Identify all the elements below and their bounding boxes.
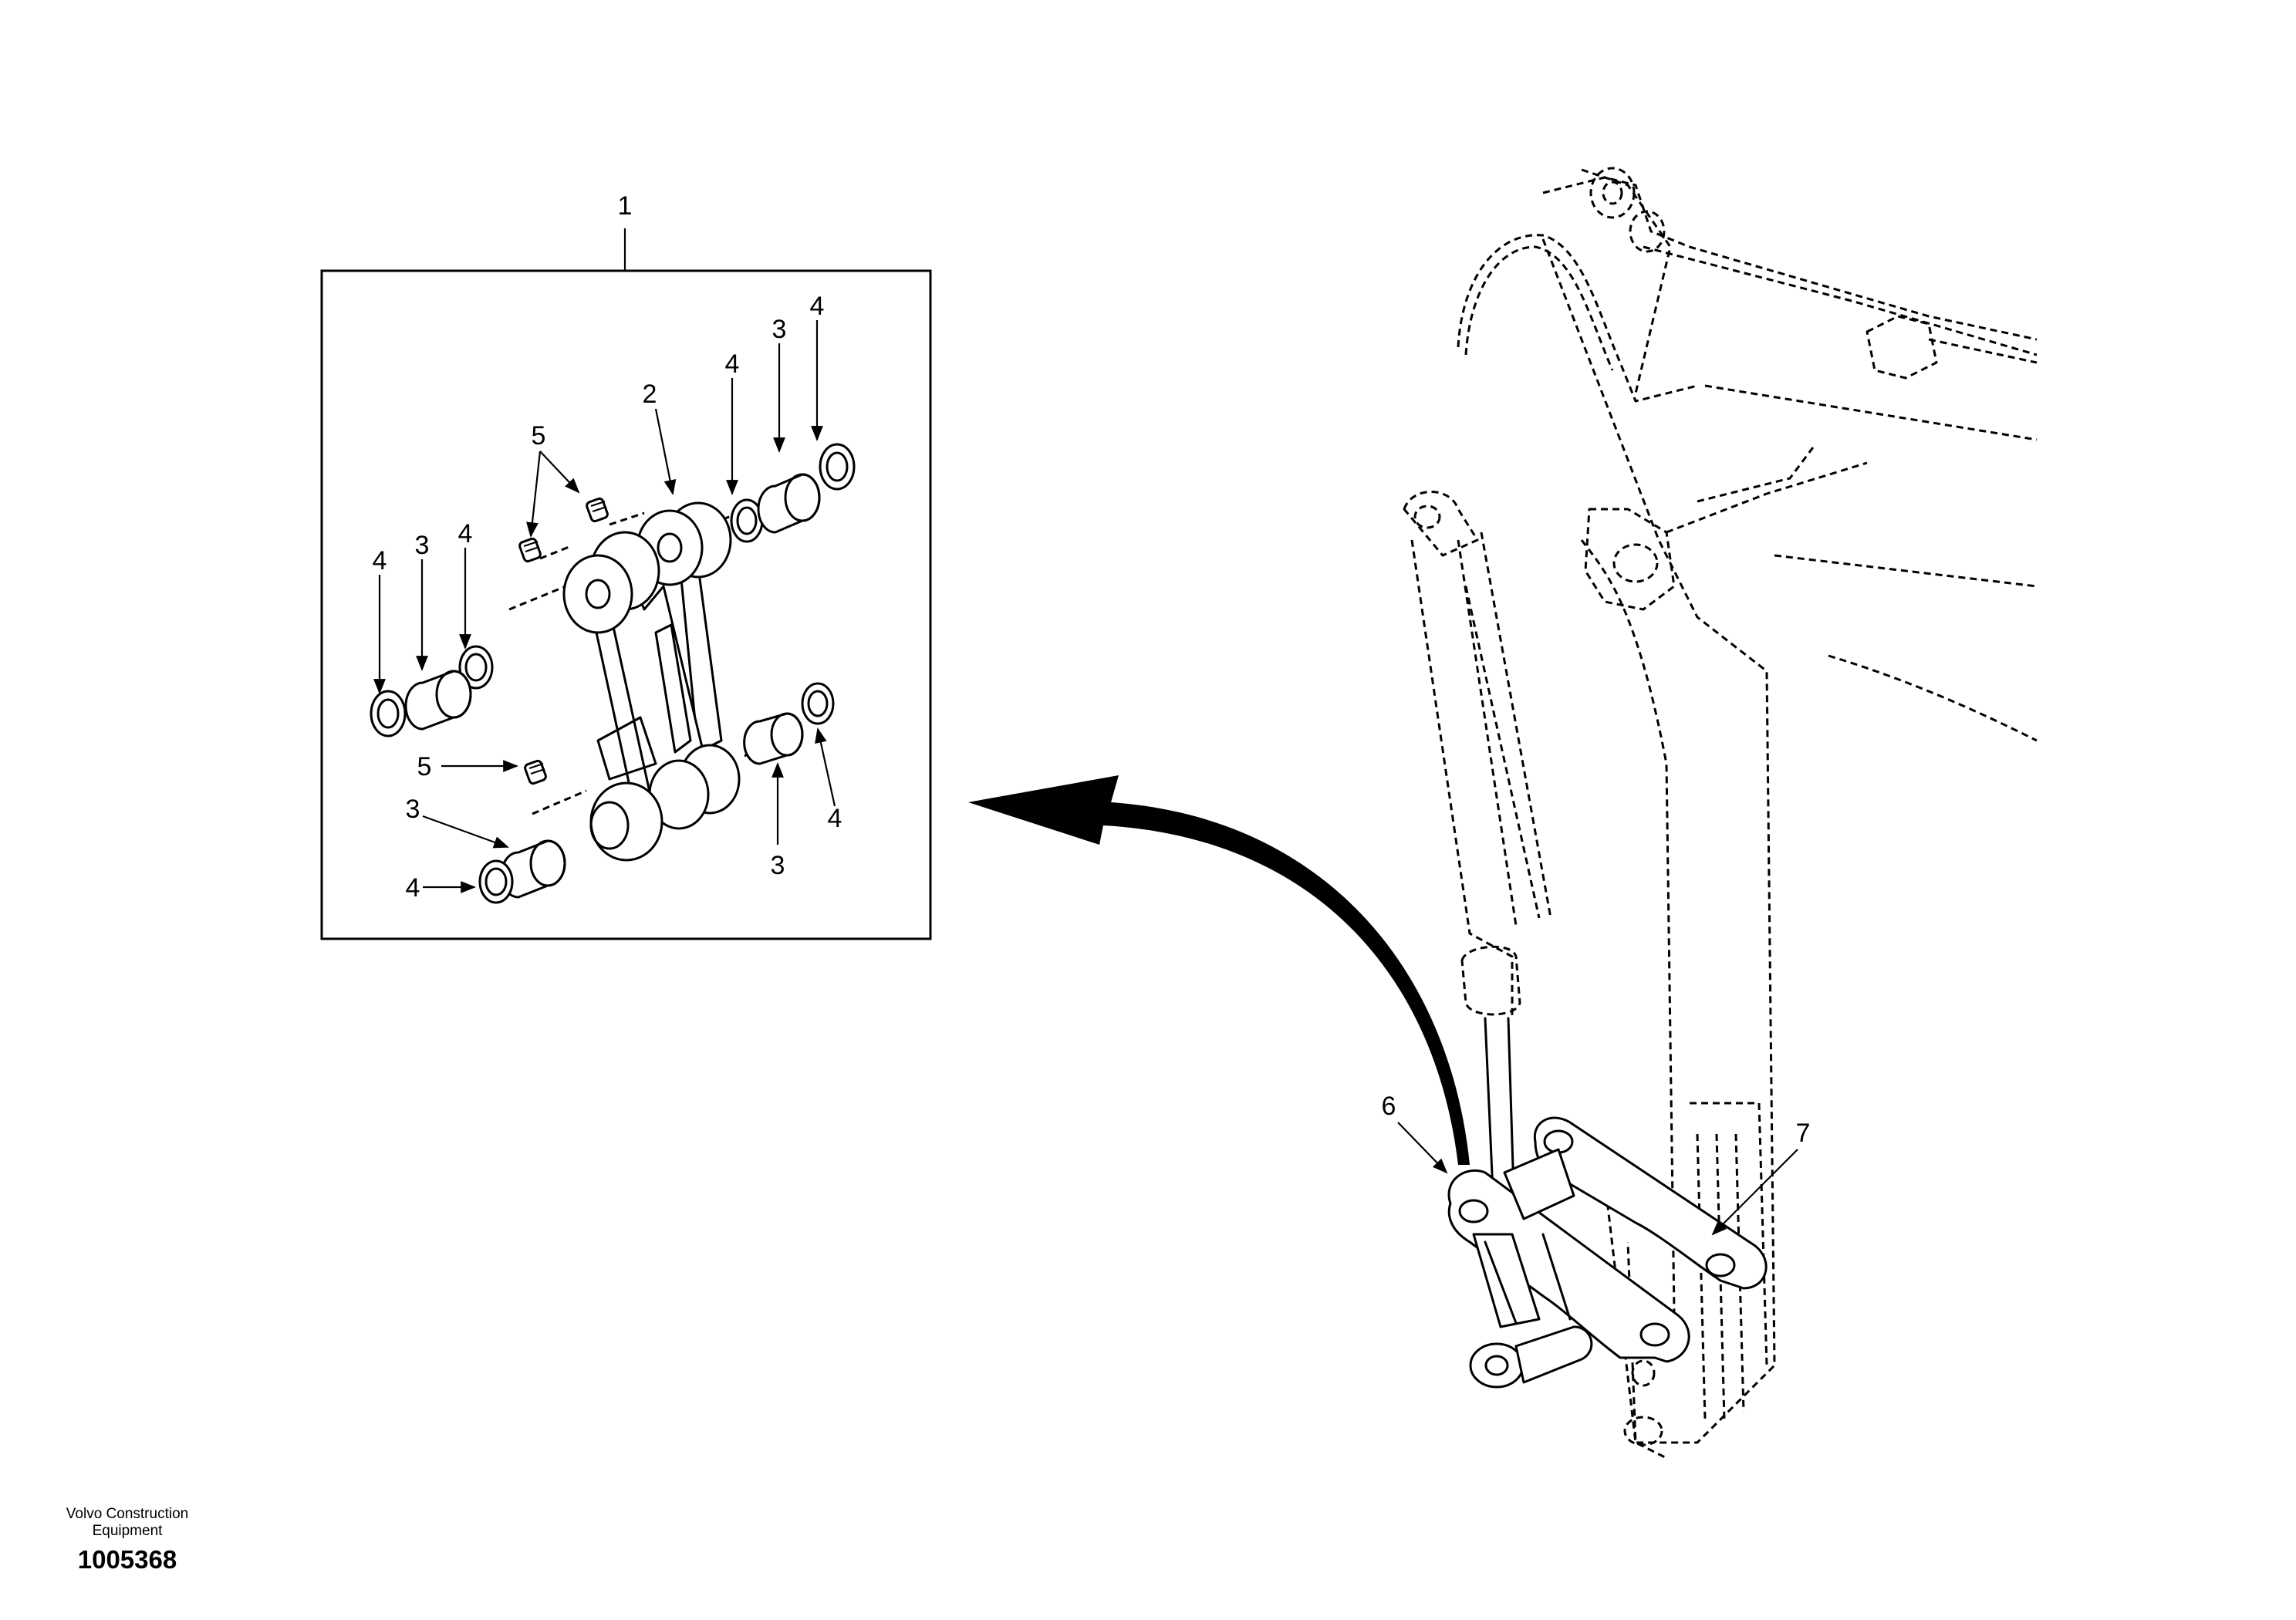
arm-bracket (1666, 461, 1868, 534)
bucket-cylinder-body (1457, 539, 1518, 926)
cylinder-gland (1460, 945, 1521, 1016)
callout-4-bottom-right: 4 (828, 804, 842, 833)
frame-edge (608, 608, 653, 804)
seal-ring (801, 682, 835, 725)
grease-fitting (524, 759, 547, 785)
cylinder-rod (1928, 338, 2038, 364)
arm-edge (1580, 539, 1676, 1312)
callout-4-top-left: 4 (725, 349, 740, 379)
detail-box (320, 228, 932, 940)
callout-7: 7 (1796, 1119, 1811, 1148)
bucket-pin (1631, 1359, 1656, 1387)
axis-line (532, 789, 587, 815)
hydraulic-hose (1464, 245, 1614, 371)
bushing (743, 712, 804, 765)
lower-pin-body (1514, 1325, 1593, 1384)
callout-2: 2 (643, 380, 657, 409)
hose-line (1464, 586, 1541, 919)
pivot-pin (1612, 543, 1659, 583)
arm-tip (1696, 1133, 1707, 1420)
bucket-cylinder-head (1403, 491, 1479, 557)
seal-ring (370, 690, 407, 737)
arm-head (1581, 168, 1672, 394)
callout-1: 1 (618, 191, 633, 221)
link-hole (1705, 1253, 1736, 1277)
callout-6: 6 (1382, 1092, 1396, 1121)
lower-pin (1469, 1342, 1524, 1389)
hose-line (1480, 532, 1552, 919)
seal-ring (478, 859, 514, 904)
arm-bracket (1697, 447, 1815, 503)
left-boss-front (562, 554, 633, 634)
callout-4-bottom-left: 4 (406, 873, 420, 903)
drawing-number: 1005368 (78, 1545, 177, 1574)
hydraulic-hose (1457, 234, 1698, 403)
axis-line (609, 511, 645, 526)
reference-arrow (968, 775, 1470, 1165)
boom-outline (1774, 554, 2038, 588)
bucket-cylinder-body (1410, 539, 1514, 1018)
link-hole (1458, 1199, 1489, 1223)
callout-3-top: 3 (772, 315, 787, 344)
lower-boss-left (589, 781, 663, 862)
boom-outline (1643, 245, 2038, 356)
link-rod-edge (1541, 1233, 1572, 1321)
axis-line (690, 514, 734, 534)
grease-fitting (518, 537, 542, 563)
callout-4-top-right: 4 (810, 292, 825, 321)
connecting-pin (1503, 1148, 1575, 1220)
callout-5-top: 5 (532, 421, 546, 451)
callout-leaders (373, 320, 836, 893)
boom-outline (1828, 654, 2038, 742)
callout-3-bottom-right: 3 (771, 851, 785, 880)
company-name-line1: Volvo Construction (66, 1506, 188, 1522)
axis-line (508, 573, 595, 611)
link-6 (1447, 1169, 1690, 1363)
cylinder-rod (1507, 1017, 1515, 1193)
axis-line (539, 545, 572, 560)
seal-ring (819, 443, 856, 491)
callout-leaders-machine (1397, 1122, 1798, 1236)
frame-window (654, 623, 692, 754)
callout-4-left-b: 4 (373, 546, 387, 575)
callout-3-left: 3 (415, 531, 430, 560)
callout-5-mid: 5 (417, 752, 432, 781)
bucket-pin (1623, 1416, 1663, 1446)
boom-outline (1542, 176, 2038, 341)
link-hole (1639, 1322, 1670, 1347)
callout-3-bottom-left: 3 (406, 795, 420, 824)
boss-hole (589, 801, 630, 850)
boss-hole (585, 579, 611, 609)
link-rod-edge (1484, 1240, 1518, 1325)
arm-pivot-plate (1584, 508, 1676, 611)
boss-hole (657, 532, 683, 563)
frame-slot (596, 716, 657, 781)
seal-ring (458, 645, 494, 690)
company-name-line2: Equipment (93, 1523, 164, 1539)
link-rod-assembly (370, 443, 856, 904)
excavator-arm-drawing (1403, 167, 2038, 1460)
grease-fitting (586, 497, 609, 523)
boom-outline (1704, 384, 2038, 441)
callout-4-left-a: 4 (458, 519, 473, 548)
arm-body (1541, 238, 1776, 1444)
cylinder-rod (1484, 1017, 1494, 1193)
boom-cylinder (1866, 315, 1938, 380)
